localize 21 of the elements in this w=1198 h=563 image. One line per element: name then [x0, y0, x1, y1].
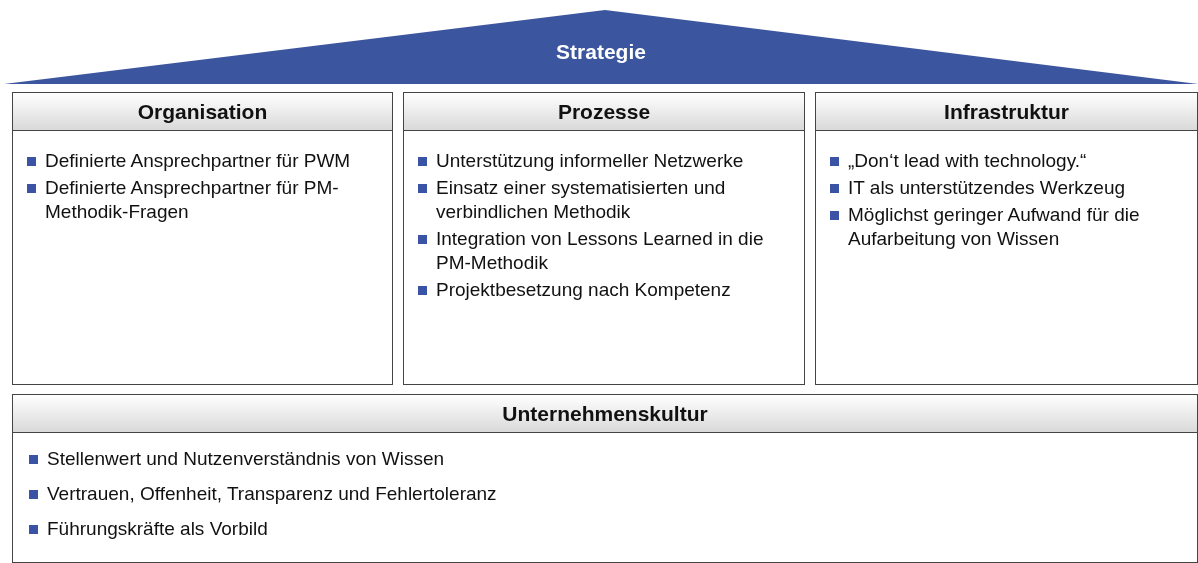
foundation-panel	[12, 394, 1198, 563]
heading-band: Prozesse	[404, 93, 804, 131]
pillar-panel	[12, 92, 393, 385]
bullet-item: Projektbesetzung nach Kompetenz	[416, 278, 792, 302]
bullet-item: Unterstützung informeller Netzwerke	[416, 149, 792, 173]
bullet-item: IT als unterstützendes Werkzeug	[828, 176, 1185, 200]
pillar-panel	[403, 92, 805, 385]
heading-band: Organisation	[13, 93, 392, 131]
bullet-item: Definierte Ansprechpartner für PM-Methodik-Fragen	[25, 176, 380, 224]
bullet-item: Möglichst geringer Aufwand für die Aufarbeitung von Wissen	[828, 203, 1185, 251]
bullet-item: Einsatz einer systematisierten und verbindlichen Methodik	[416, 176, 792, 224]
pillar-panel	[815, 92, 1198, 385]
bullet-item: Definierte Ansprechpartner für PWM	[25, 149, 380, 173]
bullet-item: Vertrauen, Offenheit, Transparenz und Fehlertoleranz	[27, 482, 1183, 506]
roof-title: Strategie	[555, 40, 647, 64]
heading-band: Infrastruktur	[816, 93, 1197, 131]
bullet-item: „Don‘t lead with technology.“	[828, 149, 1185, 173]
heading-band: Unternehmenskultur	[13, 395, 1197, 433]
bullet-item: Stellenwert und Nutzenverständnis von Wissen	[27, 447, 1183, 471]
bullet-item: Führungskräfte als Vorbild	[27, 517, 1183, 541]
bullet-item: Integration von Lessons Learned in die PM-Methodik	[416, 227, 792, 275]
